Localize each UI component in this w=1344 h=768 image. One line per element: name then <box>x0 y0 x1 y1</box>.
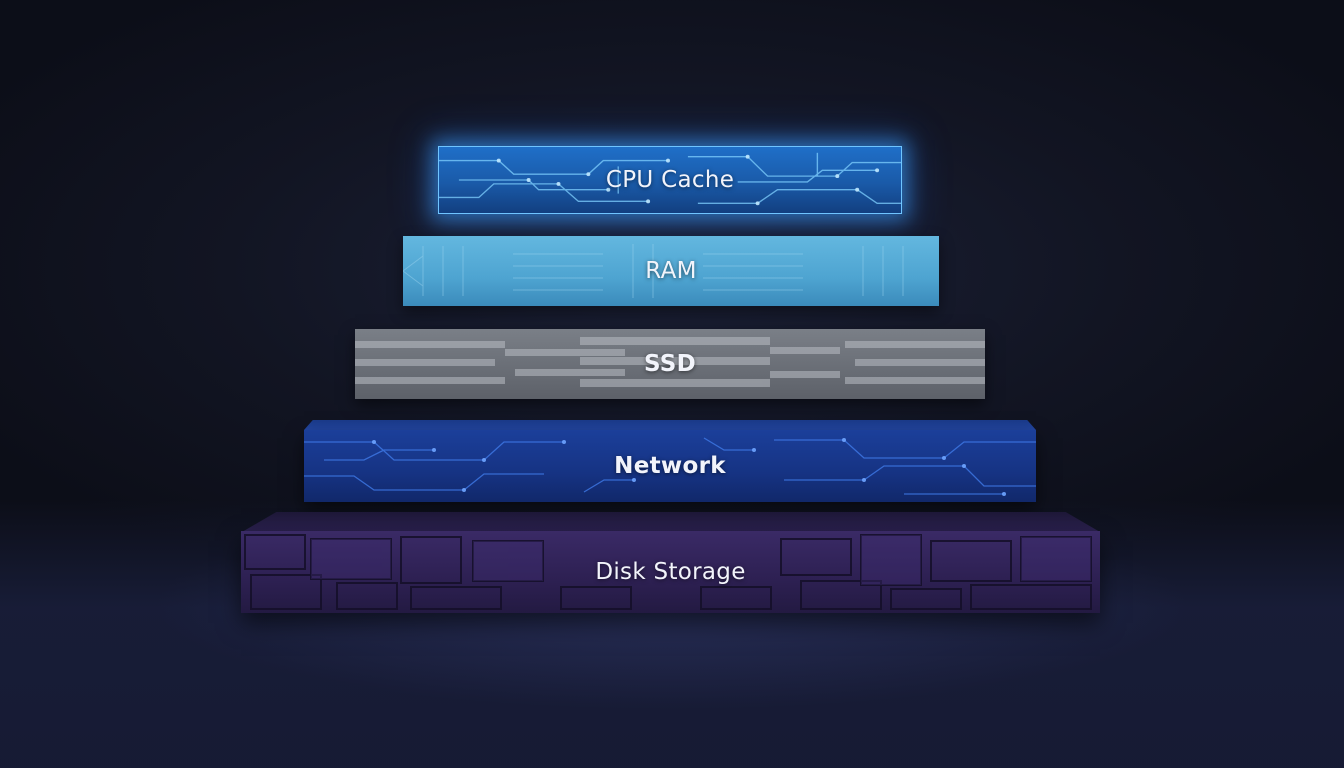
stone-pattern-icon <box>244 534 1092 610</box>
tier-network: Network <box>304 430 1036 502</box>
tier-label: SSD <box>643 351 697 377</box>
tier-label: Network <box>614 453 726 479</box>
tier-ram: RAM <box>403 236 939 306</box>
tier-label: RAM <box>645 258 697 284</box>
tier-label: CPU Cache <box>605 167 735 193</box>
tier-disk-storage: Disk Storage <box>241 531 1100 613</box>
tier-cpu-cache: CPU Cache <box>438 146 902 214</box>
circuit-pattern-icon <box>304 437 1036 496</box>
stripe-pattern-icon <box>355 337 985 387</box>
tier-ssd: SSD <box>355 329 985 399</box>
circuit-pattern-icon <box>439 152 901 206</box>
tier-label: Disk Storage <box>595 559 746 585</box>
tier-network-top-face <box>304 420 1036 430</box>
grid-pattern-icon <box>403 244 904 298</box>
tier-disk-top-face <box>242 512 1100 532</box>
